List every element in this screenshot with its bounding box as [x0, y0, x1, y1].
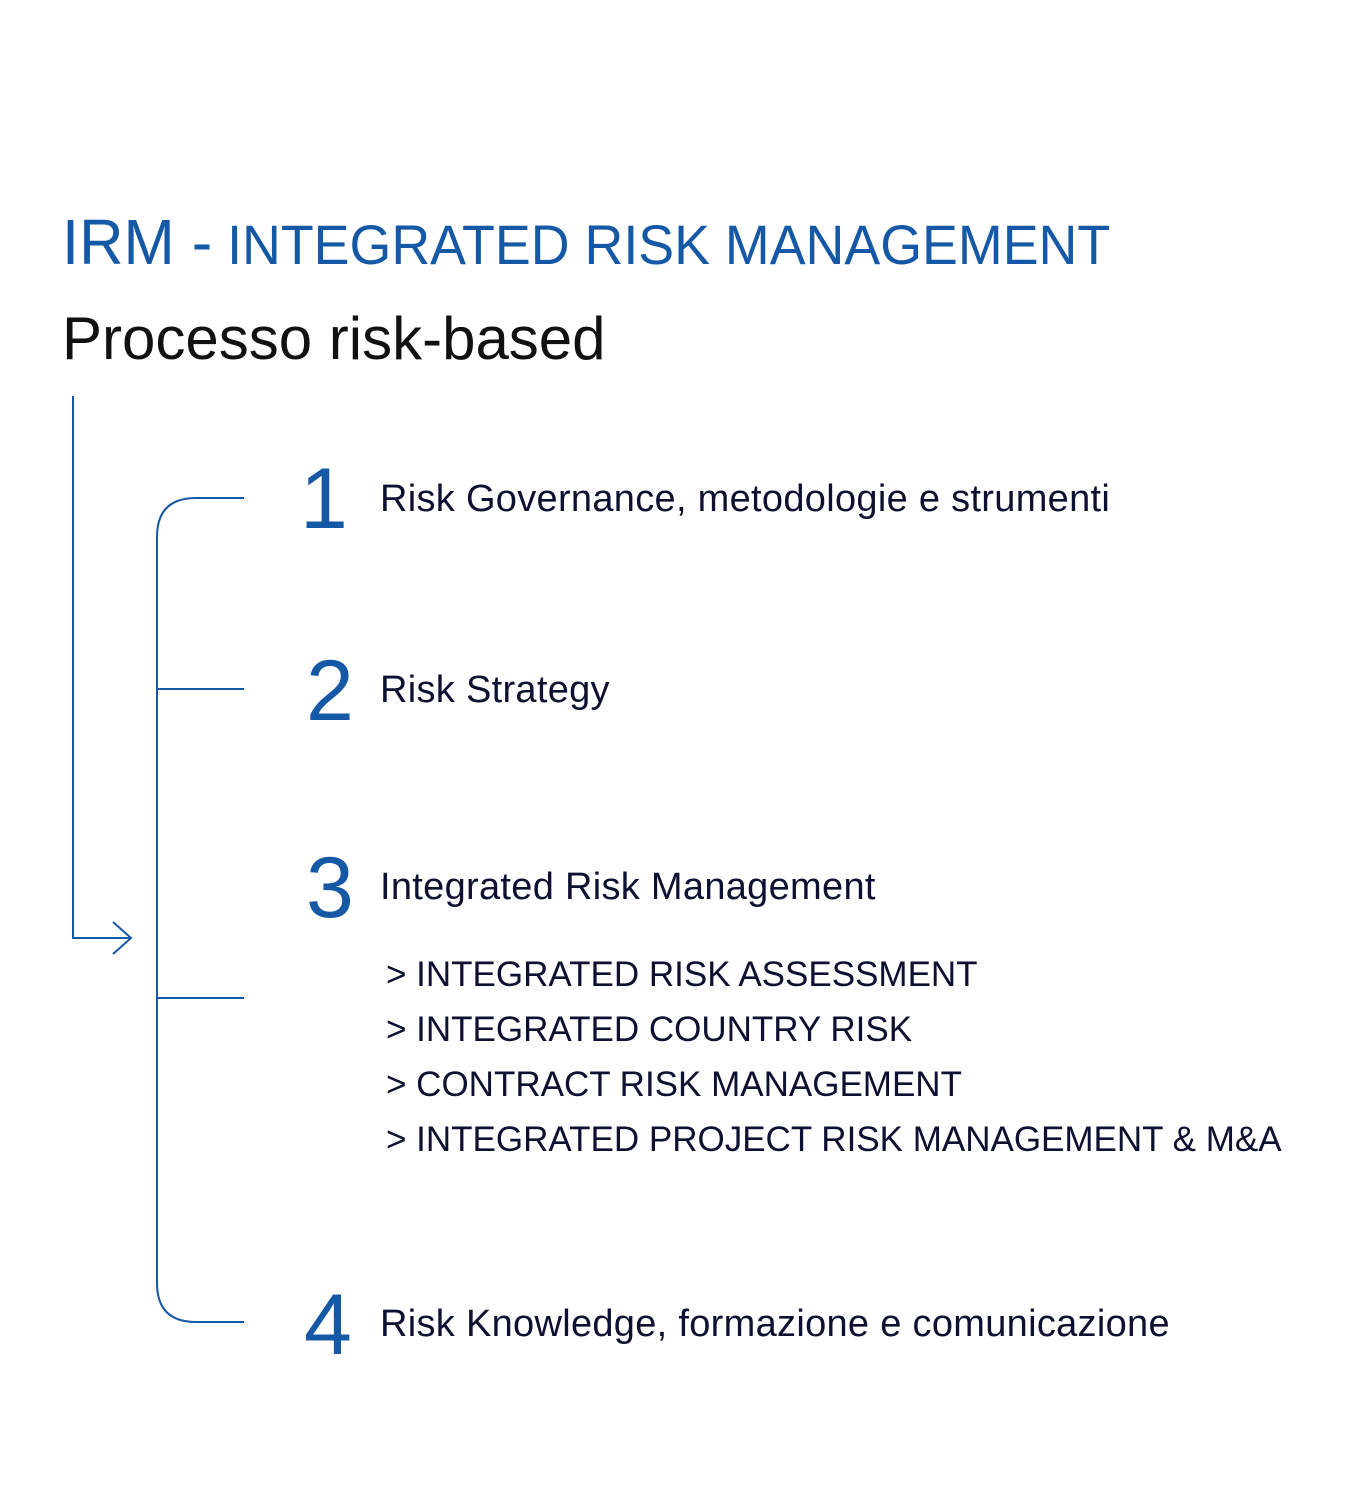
title-rest: INTEGRATED RISK MANAGEMENT [212, 213, 1111, 276]
step-number-1: 1 [300, 451, 348, 547]
step-number-3: 3 [306, 840, 354, 936]
title-prefix: IRM - [62, 206, 213, 278]
subitem-project-risk-management: > INTEGRATED PROJECT RISK MANAGEMENT & M… [386, 1120, 1282, 1159]
arrow-right-icon [112, 921, 133, 955]
subitem-contract-risk-management: > CONTRACT RISK MANAGEMENT [386, 1065, 962, 1104]
step-label-1: Risk Governance, metodologie e strumenti [380, 478, 1111, 520]
step-label-2: Risk Strategy [380, 669, 610, 711]
step-label-4: Risk Knowledge, formazione e comunicazio… [380, 1303, 1170, 1345]
page-title: IRM - INTEGRATED RISK MANAGEMENT [62, 205, 1110, 279]
bracket-line [156, 497, 244, 1323]
step-label-3: Integrated Risk Management [380, 866, 876, 908]
feedback-loop-line [72, 396, 130, 939]
step-number-4: 4 [304, 1277, 352, 1373]
subitem-integrated-country-risk: > INTEGRATED COUNTRY RISK [386, 1010, 913, 1049]
page-subtitle: Processo risk-based [62, 305, 606, 372]
step-number-2: 2 [306, 643, 354, 739]
subitem-integrated-risk-assessment: > INTEGRATED RISK ASSESSMENT [386, 955, 978, 994]
